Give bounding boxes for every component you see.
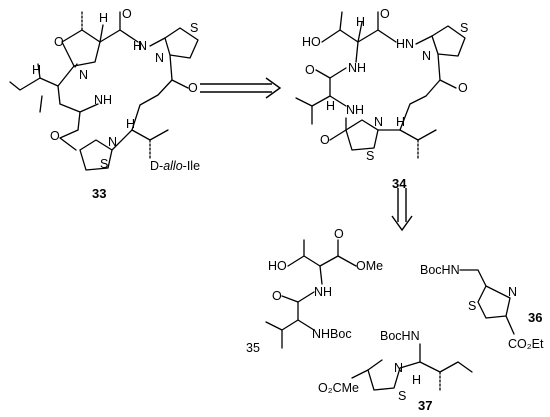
atom-H: H (133, 39, 142, 53)
atom-N: N (394, 361, 403, 375)
atom-O: O (334, 227, 344, 241)
atom-N: N (422, 49, 431, 63)
atom-OMe: OMe (356, 259, 383, 273)
compound-33-number: 33 (92, 186, 106, 201)
compound-35-structure: HO O OMe NH O NHBoc (265, 227, 383, 349)
compound-33-stereo-label: D-allo-Ile (150, 159, 200, 173)
atom-N: N (508, 285, 517, 299)
atom-S: S (190, 21, 198, 35)
atom-S: S (100, 157, 108, 171)
atom-N: N (108, 135, 117, 149)
retro-arrow-horizontal (200, 77, 282, 99)
atom-CO2Et: CO₂Et (508, 337, 544, 351)
atom-N: N (374, 115, 383, 129)
atom-HN: HN (396, 37, 414, 51)
atom-O: O (122, 7, 132, 21)
compound-36-number: 36 (528, 310, 542, 325)
atom-O: O (320, 133, 330, 147)
atom-O: O (188, 81, 198, 95)
atom-O: O (50, 129, 60, 143)
atom-NH: NH (348, 61, 366, 75)
atom-NH: NH (94, 93, 112, 107)
compound-37-number: 37 (418, 398, 432, 413)
atom-H: H (326, 99, 335, 113)
atom-BocHN: BocHN (380, 329, 420, 343)
atom-S: S (468, 299, 476, 313)
atom-H: H (99, 11, 108, 25)
atom-O2CMe: O₂CMe (318, 381, 359, 395)
atom-S: S (460, 21, 468, 35)
atom-NH: NH (346, 103, 364, 117)
atom-H: H (32, 63, 41, 77)
retro-arrow-vertical (391, 188, 413, 232)
compound-34-number: 34 (392, 176, 407, 191)
atom-HO: HO (268, 259, 287, 273)
atom-N: N (138, 39, 147, 53)
atom-S: S (398, 389, 406, 403)
atom-O: O (272, 289, 282, 303)
compound-34-structure: HO H O HN S N O NH O H NH O S N (295, 7, 468, 163)
atom-S: S (366, 149, 374, 163)
atom-O: O (305, 63, 315, 77)
atom-H: H (126, 117, 135, 131)
atom-O: O (54, 35, 64, 49)
compound-33-structure: O N H O N H S N O H NH O (9, 7, 199, 171)
atom-O: O (380, 7, 390, 21)
atom-N: N (79, 68, 88, 82)
compound-36-structure: BocHN S N CO₂Et (420, 263, 544, 351)
atom-NHBoc: NHBoc (312, 327, 352, 341)
atom-H: H (412, 373, 421, 387)
atom-NH: NH (314, 285, 332, 299)
atom-H: H (396, 115, 405, 129)
compound-35-number: 35 (246, 341, 260, 355)
atom-BocHN: BocHN (420, 263, 460, 277)
atom-HO: HO (302, 35, 321, 49)
compound-37-structure: BocHN H N S O₂CMe (318, 329, 473, 403)
atom-H: H (356, 15, 365, 29)
atom-N: N (155, 51, 164, 65)
atom-O: O (458, 81, 468, 95)
